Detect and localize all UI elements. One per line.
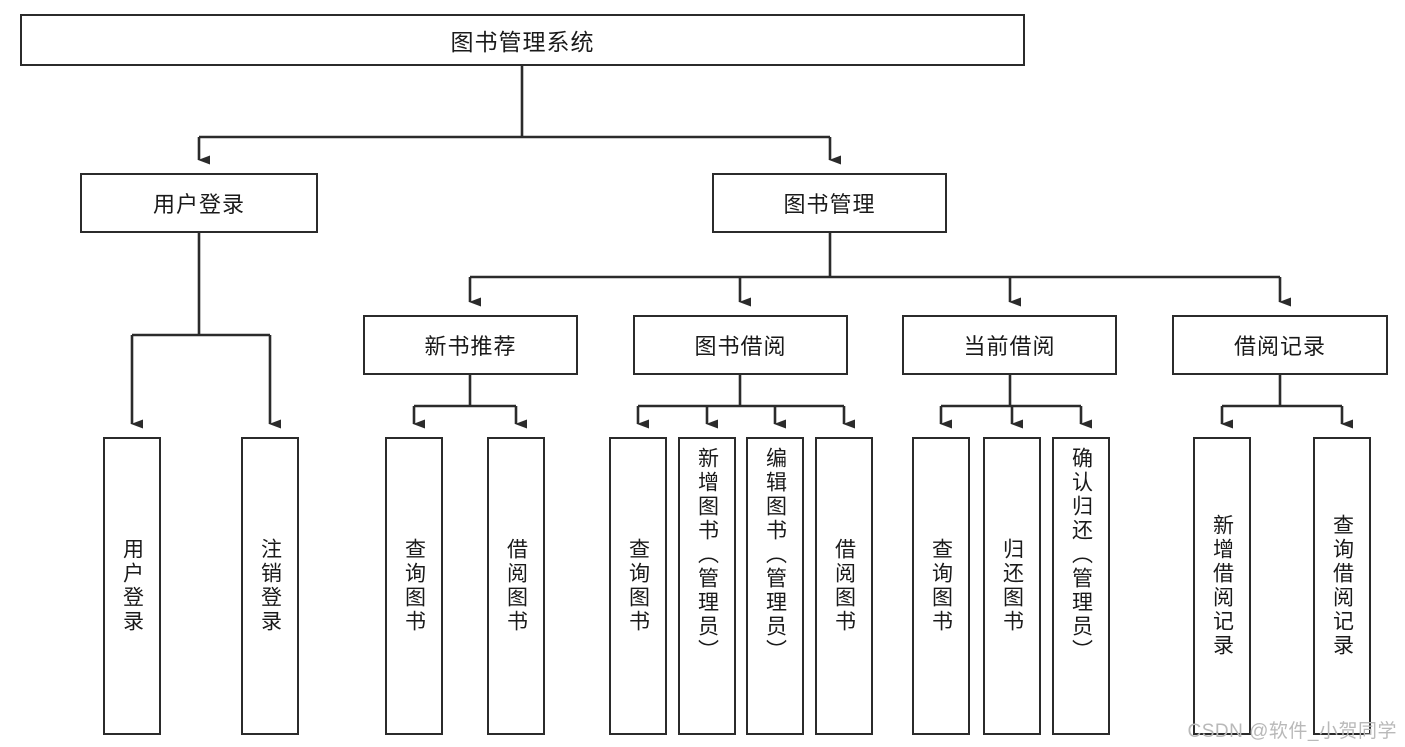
node-leaf-user-logout-label: 注销登录 bbox=[258, 538, 282, 634]
node-leaf-edit-book-admin[interactable]: 编辑图书（管理员） bbox=[746, 437, 804, 735]
node-new-book-recommend[interactable]: 新书推荐 bbox=[363, 315, 578, 375]
node-leaf-user-login[interactable]: 用户登录 bbox=[103, 437, 161, 735]
node-leaf-borrow-book-2[interactable]: 借阅图书 bbox=[815, 437, 873, 735]
node-root-label: 图书管理系统 bbox=[450, 29, 595, 55]
node-leaf-add-book-admin[interactable]: 新增图书（管理员） bbox=[678, 437, 736, 735]
node-borrow-record-label: 借阅记录 bbox=[1233, 334, 1326, 359]
node-leaf-user-logout[interactable]: 注销登录 bbox=[241, 437, 299, 735]
node-leaf-edit-book-admin-label: 编辑图书（管理员） bbox=[763, 447, 787, 663]
node-leaf-query-book-3-label: 查询图书 bbox=[929, 538, 953, 634]
node-leaf-query-book-3[interactable]: 查询图书 bbox=[912, 437, 970, 735]
node-leaf-add-record[interactable]: 新增借阅记录 bbox=[1193, 437, 1251, 735]
node-book-borrow[interactable]: 图书借阅 bbox=[633, 315, 848, 375]
node-leaf-confirm-return-label: 确认归还（管理员） bbox=[1069, 447, 1093, 663]
node-leaf-add-book-admin-label: 新增图书（管理员） bbox=[695, 447, 719, 663]
node-leaf-return-book[interactable]: 归还图书 bbox=[983, 437, 1041, 735]
node-borrow-record[interactable]: 借阅记录 bbox=[1172, 315, 1388, 375]
watermark-text: CSDN @软件_小贺同学 bbox=[1187, 721, 1397, 742]
node-leaf-confirm-return[interactable]: 确认归还（管理员） bbox=[1052, 437, 1110, 735]
node-leaf-query-record-label: 查询借阅记录 bbox=[1330, 514, 1354, 658]
node-leaf-add-record-label: 新增借阅记录 bbox=[1210, 514, 1234, 658]
node-user-login-label: 用户登录 bbox=[152, 192, 245, 217]
node-book-manage[interactable]: 图书管理 bbox=[712, 173, 947, 233]
node-current-borrow[interactable]: 当前借阅 bbox=[902, 315, 1117, 375]
node-book-borrow-label: 图书借阅 bbox=[694, 334, 787, 359]
node-user-login[interactable]: 用户登录 bbox=[80, 173, 318, 233]
node-book-manage-label: 图书管理 bbox=[783, 192, 876, 217]
node-leaf-user-login-label: 用户登录 bbox=[120, 538, 144, 634]
node-leaf-query-book-2-label: 查询图书 bbox=[626, 538, 650, 634]
node-leaf-borrow-book-2-label: 借阅图书 bbox=[832, 538, 856, 634]
node-leaf-borrow-book-1-label: 借阅图书 bbox=[504, 538, 528, 634]
node-leaf-query-book-1[interactable]: 查询图书 bbox=[385, 437, 443, 735]
node-leaf-query-book-2[interactable]: 查询图书 bbox=[609, 437, 667, 735]
node-leaf-query-book-1-label: 查询图书 bbox=[402, 538, 426, 634]
node-leaf-return-book-label: 归还图书 bbox=[1000, 538, 1024, 634]
node-leaf-query-record[interactable]: 查询借阅记录 bbox=[1313, 437, 1371, 735]
node-leaf-borrow-book-1[interactable]: 借阅图书 bbox=[487, 437, 545, 735]
node-current-borrow-label: 当前借阅 bbox=[963, 334, 1056, 359]
node-root[interactable]: 图书管理系统 bbox=[20, 14, 1025, 66]
node-new-book-recommend-label: 新书推荐 bbox=[424, 334, 517, 359]
